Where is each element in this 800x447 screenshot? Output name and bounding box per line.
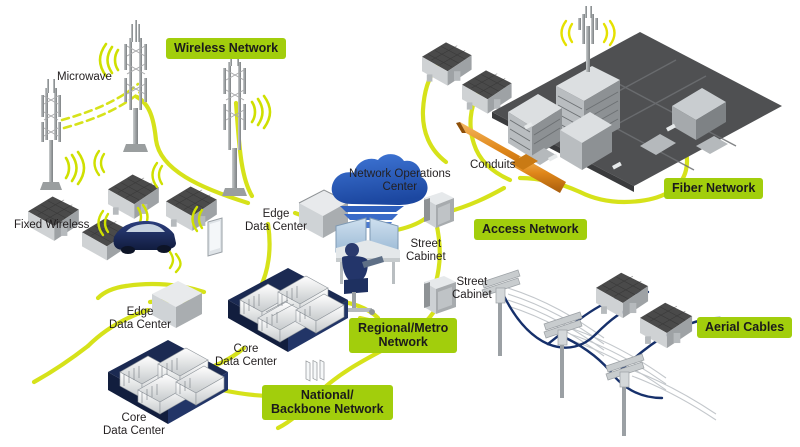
link-house2-city (468, 90, 513, 183)
label-street-cabinet-lower: Street Cabinet (452, 276, 492, 302)
street-cab-upper-line2: Cabinet (406, 251, 446, 263)
noc-label-line2: Center (382, 181, 418, 193)
label-edge-data-center-left: Edge Data Center (109, 306, 171, 332)
house-aerial-2 (640, 302, 693, 349)
signal-waves-left-tower (64, 150, 86, 186)
signal-waves-car (97, 209, 182, 274)
cell-tower-left (40, 79, 86, 190)
noc-operator (337, 243, 384, 315)
core-dc-lower-line2: Data Center (103, 425, 166, 437)
link-edge-left-top (95, 283, 129, 301)
link-backbone-upper-left (123, 281, 207, 295)
label-core-data-center-lower: Core Data Center (103, 412, 165, 438)
city-vehicles (524, 122, 676, 170)
label-core-data-center-upper: Core Data Center (215, 343, 277, 369)
edge-dc-top-line1: Edge (262, 208, 290, 220)
signal-waves-center-tower (98, 42, 120, 78)
utility-pole-1 (481, 269, 521, 356)
chip-regional-metro-network: Regional/Metro Network (349, 318, 458, 353)
chip-wireless-network: Wireless Network (166, 38, 287, 59)
house-aerial-1 (596, 272, 649, 319)
house-wireless-2 (28, 196, 79, 241)
street-cabinet-lower (424, 276, 456, 314)
city-building-mid (560, 112, 612, 170)
city-building-left (508, 94, 562, 158)
label-edge-data-center-top: Edge Data Center (245, 208, 307, 234)
link-tower-to-edge-dc (134, 94, 251, 206)
label-microwave: Microwave (57, 71, 112, 83)
house-wireless-1 (108, 174, 159, 219)
link-edge-left-out (85, 307, 151, 349)
signal-waves-right-tower (250, 94, 272, 130)
street-cab-lower-line1: Street (456, 276, 488, 288)
noc-label-line1: Network Operations (349, 168, 451, 180)
link-backbone-left-tail (31, 343, 91, 385)
microwave-link (60, 82, 142, 130)
core-data-center-upper (228, 268, 348, 352)
network-operations-center (331, 154, 428, 315)
chip-regional-line2: Network (378, 335, 428, 349)
core-dc-lower-line1: Core (121, 412, 147, 424)
chip-backbone-line2: Backbone Network (271, 402, 384, 416)
signal-waves-house-3 (151, 161, 164, 189)
core-dc-upper-line2: Data Center (215, 356, 278, 368)
cell-tower-center (98, 20, 148, 152)
chip-access-network: Access Network (474, 219, 587, 240)
signal-waves-tablet (191, 205, 204, 233)
chip-aerial-cables: Aerial Cables (697, 317, 793, 338)
street-cab-upper-line1: Street (410, 238, 442, 250)
rooftop-cell-tower (560, 6, 616, 72)
core-dc-upper-line1: Core (233, 343, 259, 355)
house-fiber-2 (462, 70, 512, 114)
edge-dc-left-line1: Edge (126, 306, 154, 318)
edge-dc-left-line2: Data Center (109, 319, 172, 331)
utility-pole-2 (543, 311, 583, 398)
city-block (492, 6, 782, 192)
conduits (456, 122, 566, 193)
label-conduits: Conduits (470, 159, 516, 171)
house-fiber-1 (422, 42, 472, 86)
street-cab-lower-line2: Cabinet (452, 289, 492, 301)
tablet-device (207, 217, 223, 257)
chip-regional-line1: Regional/Metro (358, 321, 449, 335)
link-access-down (433, 219, 442, 285)
signal-waves-house-1 (93, 149, 106, 177)
core-data-center-lower (108, 340, 228, 424)
edge-dc-top-line2: Data Center (245, 221, 308, 233)
core-dc-lower-racks (119, 347, 225, 415)
label-network-operations-center: Network Operations Center (349, 168, 451, 194)
utility-pole-3 (605, 353, 645, 436)
label-fixed-wireless: Fixed Wireless (14, 219, 90, 231)
chip-backbone-line1: National/ (300, 388, 354, 402)
cell-tower-right (222, 50, 272, 196)
chip-national-backbone-network: National/ Backbone Network (262, 385, 393, 420)
chip-fiber-network: Fiber Network (664, 178, 764, 199)
street-cabinet-upper (424, 192, 454, 228)
city-building-right (672, 88, 726, 140)
label-street-cabinet-upper: Street Cabinet (406, 238, 446, 264)
core-dc-upper-racks (239, 275, 345, 343)
signal-waves-rooftop-tower (560, 19, 616, 47)
connected-car (113, 221, 176, 254)
